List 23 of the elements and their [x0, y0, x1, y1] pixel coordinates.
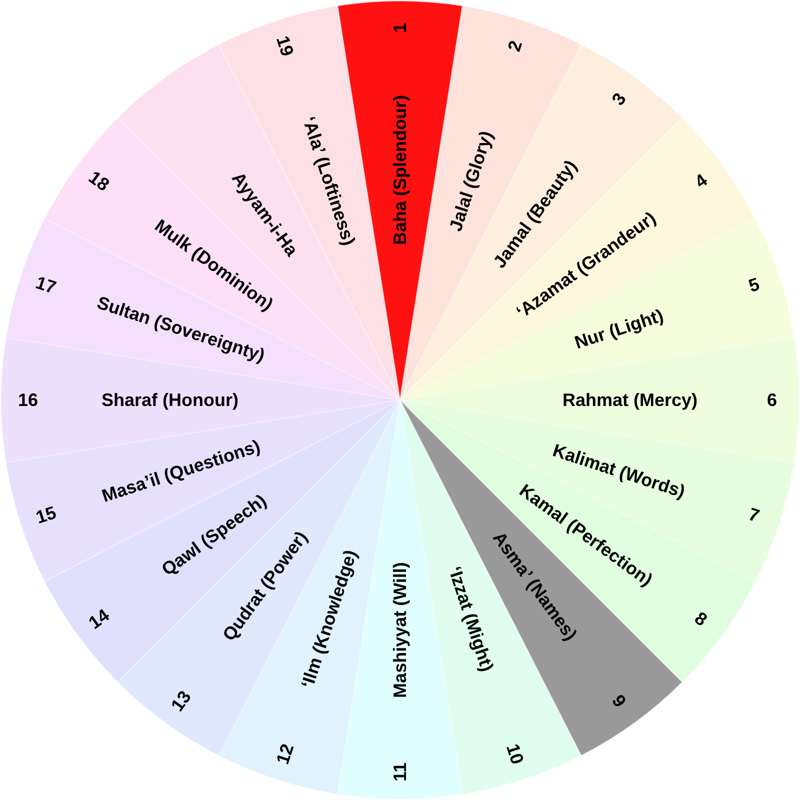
month-number: 16	[18, 391, 38, 409]
month-name: Mashiyyat (Will)	[391, 562, 409, 698]
month-number: 6	[767, 391, 777, 409]
month-number: 2	[504, 38, 526, 54]
month-number: 7	[746, 504, 762, 526]
month-name: Rahmat (Mercy)	[562, 391, 698, 409]
month-number: 3	[608, 90, 629, 108]
month-number: 9	[608, 692, 629, 710]
month-number: 4	[692, 171, 710, 192]
month-number: 17	[34, 273, 58, 297]
month-number: 12	[273, 741, 297, 766]
month-number: 11	[391, 762, 409, 782]
month-number: 1	[391, 23, 409, 33]
month-name: Sharaf (Honour)	[102, 391, 238, 409]
month-number: 19	[273, 34, 297, 58]
month-number: 10	[503, 741, 527, 766]
month-number: 8	[692, 608, 710, 629]
month-number: 13	[168, 688, 194, 714]
month-number: 5	[746, 274, 762, 296]
month-name: Baha (Splendour)	[391, 95, 409, 245]
month-number: 18	[86, 168, 112, 194]
month-number: 14	[86, 605, 112, 632]
month-number: 15	[34, 503, 58, 527]
